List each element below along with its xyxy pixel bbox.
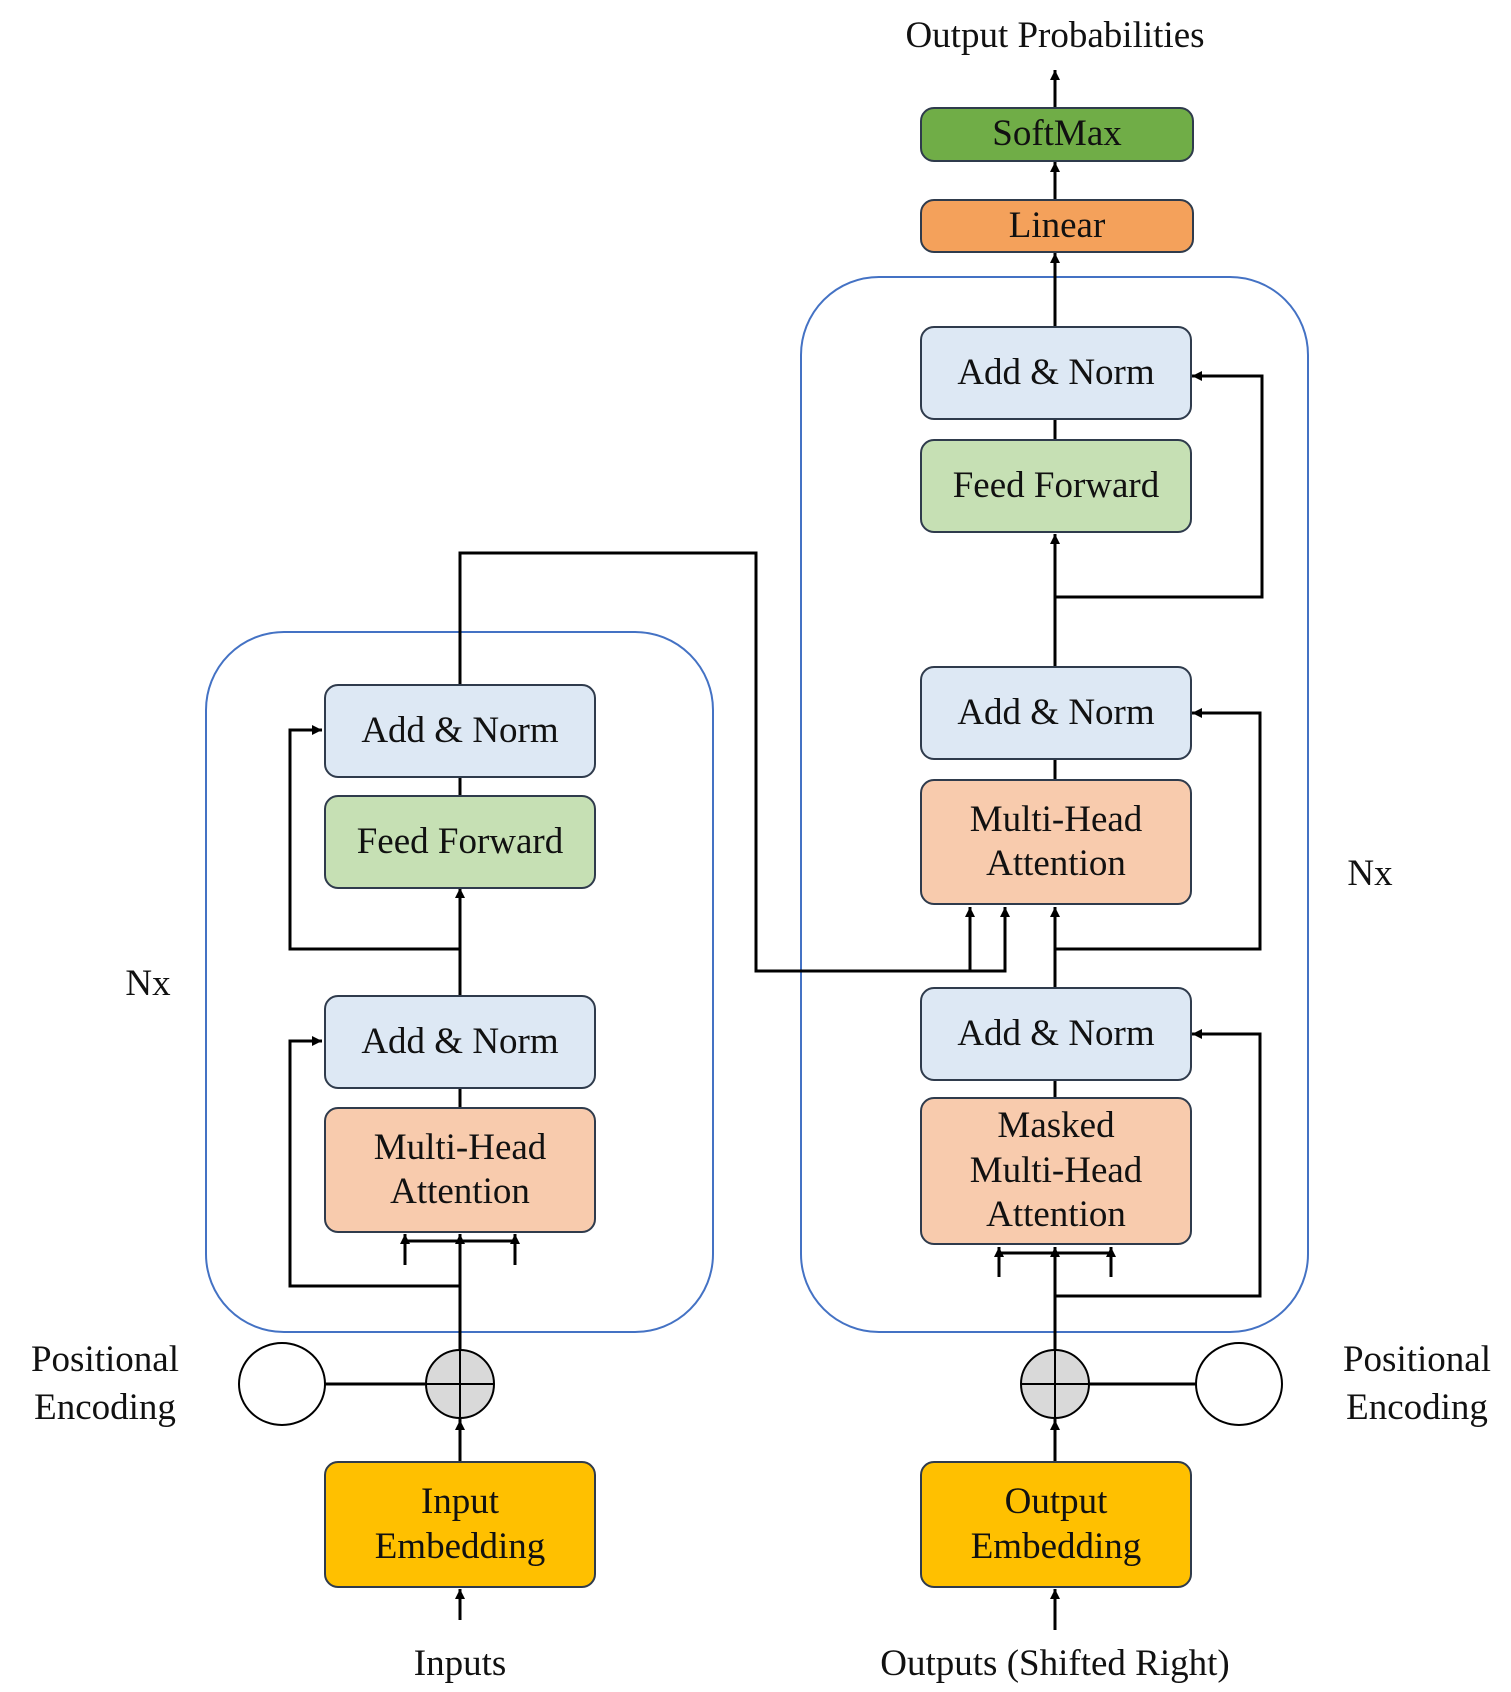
decoder-add-norm-mid: Add & Norm <box>920 666 1192 760</box>
softmax-layer: SoftMax <box>920 107 1194 162</box>
encoder-feed-forward: Feed Forward <box>324 795 596 889</box>
encoder-add-norm-top: Add & Norm <box>324 684 596 778</box>
encoder-repeat-label: Nx <box>125 963 171 1004</box>
positional-encoding-signal-left <box>238 1342 326 1426</box>
decoder-cross-attention: Multi-Head Attention <box>920 779 1192 905</box>
outputs-label: Outputs (Shifted Right) <box>880 1643 1230 1684</box>
encoder-add-norm-bottom: Add & Norm <box>324 995 596 1089</box>
output-probabilities-label: Output Probabilities <box>905 15 1205 56</box>
positional-encoding-label-right: Positional Encoding <box>1342 1339 1492 1428</box>
decoder-add-norm-bottom: Add & Norm <box>920 987 1192 1081</box>
positional-encoding-signal-right <box>1195 1342 1283 1426</box>
decoder-repeat-label: Nx <box>1347 853 1393 894</box>
decoder-masked-attention: Masked Multi-Head Attention <box>920 1097 1192 1245</box>
decoder-feed-forward: Feed Forward <box>920 439 1192 533</box>
inputs-label: Inputs <box>413 1643 507 1684</box>
decoder-add-norm-top: Add & Norm <box>920 326 1192 420</box>
input-embedding: Input Embedding <box>324 1461 596 1588</box>
encoder-multi-head-attention: Multi-Head Attention <box>324 1107 596 1233</box>
linear-layer: Linear <box>920 199 1194 253</box>
output-embedding: Output Embedding <box>920 1461 1192 1588</box>
positional-encoding-label-left: Positional Encoding <box>30 1339 180 1428</box>
